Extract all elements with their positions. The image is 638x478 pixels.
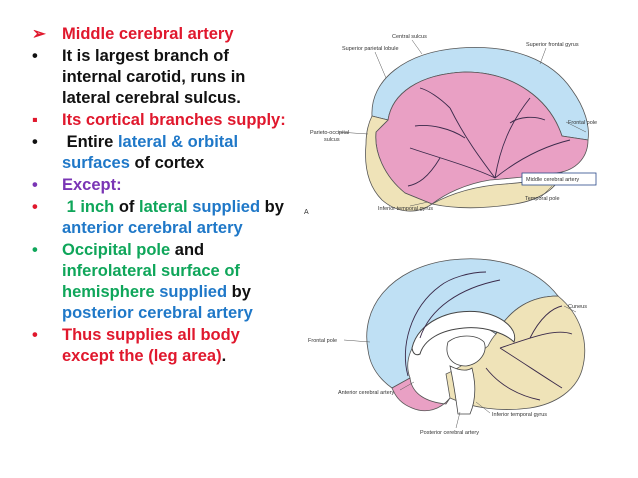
- bullet-text: by: [227, 283, 251, 301]
- bullet-item: ▪ Its cortical branches supply:: [32, 110, 310, 131]
- bullet-text: Entire: [62, 133, 118, 151]
- bullet-item: ➢ Middle cerebral artery: [32, 24, 310, 45]
- bullet-list: ➢ Middle cerebral artery • It is largest br…: [32, 24, 310, 368]
- bullet-text: inferolateral surface of: [62, 262, 240, 280]
- bullet-marker: ➢: [32, 25, 46, 43]
- bullet-line: It is largest branch of: [62, 46, 310, 67]
- panel-a-tag: A: [304, 209, 309, 216]
- label-frontal-pole-a: Frontal pole: [568, 120, 597, 126]
- bullet-marker: •: [32, 241, 38, 259]
- bullet-text: posterior cerebral artery: [62, 304, 253, 322]
- label-inferior-temporal-gyrus-b: Inferior temporal gyrus: [492, 412, 547, 418]
- bullet-text: and: [170, 241, 205, 259]
- bullet-line: surfaces of cortex: [62, 153, 310, 174]
- bullet-marker: •: [32, 47, 38, 65]
- bullet-text: Thus supplies all body: [62, 326, 240, 344]
- bullet-item: • It is largest branch of internal carotid…: [32, 46, 310, 109]
- bullet-text: .: [221, 347, 227, 365]
- bullet-text: Its cortical branches supply:: [62, 111, 286, 129]
- mca-territory-medial: [391, 377, 451, 412]
- bullet-marker: •: [32, 176, 38, 194]
- bullet-text: Occipital pole: [62, 241, 171, 259]
- mca-branches: [407, 87, 571, 187]
- bullet-line: Thus supplies all body: [62, 325, 310, 346]
- bullet-text: 1 inch: [62, 198, 115, 216]
- bullet-text: of: [114, 198, 140, 216]
- bullet-text: Middle cerebral artery: [62, 25, 234, 43]
- bullet-text: except the (leg area): [62, 347, 222, 365]
- label-posterior-cerebral-artery: Posterior cerebral artery: [420, 430, 479, 436]
- bullet-line: hemisphere supplied by: [62, 282, 310, 303]
- temporal-lobe-lateral: [430, 171, 563, 209]
- bullet-line: anterior cerebral artery: [62, 218, 310, 239]
- mca-label-box: [521, 172, 597, 186]
- bullet-line: inferolateral surface of: [62, 261, 310, 282]
- bullet-line: lateral cerebral sulcus.: [62, 88, 310, 109]
- label-superior-frontal-gyrus: Superior frontal gyrus: [526, 42, 579, 48]
- bullet-line: Entire lateral & orbital: [62, 132, 310, 153]
- label-frontal-pole-b: Frontal pole: [308, 338, 337, 344]
- bullet-item: • Except:: [32, 175, 310, 196]
- label-middle-cerebral-artery: Middle cerebral artery: [526, 177, 579, 183]
- label-temporal-pole: Temporal pole: [525, 196, 560, 202]
- bullet-text: It is largest branch of: [62, 47, 229, 65]
- bullet-text: lateral cerebral sulcus.: [62, 89, 241, 107]
- label-cuneus: Cuneus: [568, 304, 587, 310]
- bullet-text: surfaces: [62, 154, 130, 172]
- bullet-marker: •: [32, 326, 38, 344]
- corpus-callosum: [411, 310, 516, 356]
- bullet-text: lateral & orbital: [117, 133, 239, 151]
- label-anterior-cerebral-artery: Anterior cerebral artery: [338, 390, 394, 396]
- bullet-line: posterior cerebral artery: [62, 303, 310, 324]
- brain-figure: Central sulcus Superior parietal lobule …: [300, 28, 600, 456]
- aca-pca-branches: [404, 271, 573, 401]
- bullet-line: Middle cerebral artery: [62, 24, 310, 45]
- pca-territory-medial: [445, 295, 586, 410]
- bullet-marker: ▪: [32, 111, 38, 129]
- pca-territory-lateral: [365, 115, 433, 212]
- lateral-brain-view: Central sulcus Superior parietal lobule …: [304, 34, 597, 216]
- bullet-line: except the (leg area).: [62, 346, 310, 367]
- bullet-text: internal carotid, runs in: [62, 68, 246, 86]
- bullet-line: 1 inch of lateral supplied by: [62, 197, 310, 218]
- bullet-line: internal carotid, runs in: [62, 67, 310, 88]
- brainstem: [449, 365, 476, 415]
- bullet-text: of cortex: [129, 154, 205, 172]
- brain-illustration: Central sulcus Superior parietal lobule …: [304, 34, 597, 456]
- label-inferior-temporal-gyrus-a: Inferior temporal gyrus: [378, 206, 433, 212]
- bullet-text: Except:: [62, 176, 122, 194]
- label-superior-parietal-lobule: Superior parietal lobule: [342, 46, 399, 52]
- bullet-text: lateral: [139, 198, 188, 216]
- bullet-text: hemisphere: [62, 283, 155, 301]
- bullet-marker: •: [32, 133, 38, 151]
- label-central-sulcus: Central sulcus: [392, 34, 427, 40]
- bullet-text: by: [260, 198, 284, 216]
- thalamus: [446, 335, 486, 367]
- medial-brain-view: Cuneus Frontal pole Anterior cerebral ar…: [304, 258, 587, 456]
- bullet-marker: •: [32, 198, 38, 216]
- bullet-line: Except:: [62, 175, 310, 196]
- bullet-line: Its cortical branches supply:: [62, 110, 310, 131]
- bullet-line: Occipital pole and: [62, 240, 310, 261]
- bullet-text: anterior cerebral artery: [62, 219, 243, 237]
- bullet-text: supplied: [187, 198, 261, 216]
- bullet-item: • Thus supplies all body except the (leg a…: [32, 325, 310, 367]
- bullet-text: supplied: [154, 283, 228, 301]
